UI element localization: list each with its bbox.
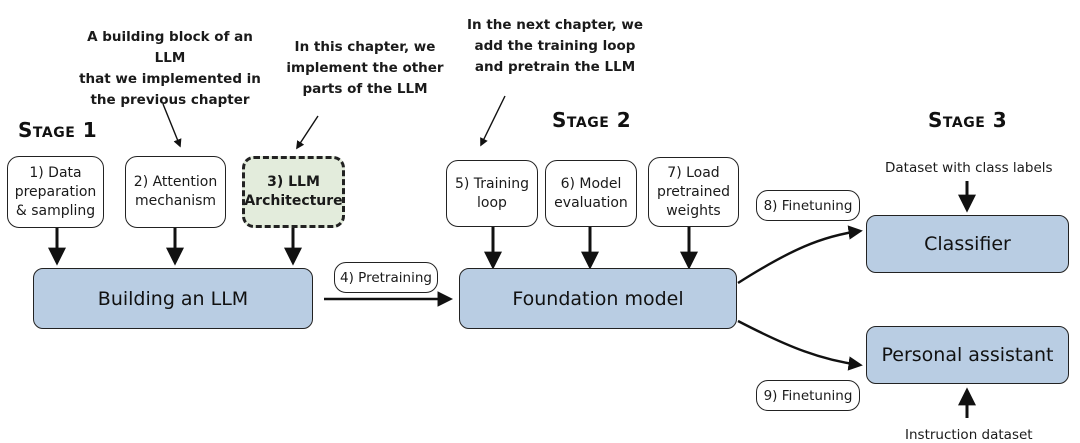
building-an-llm-box: Building an LLM — [33, 268, 313, 329]
finetuning-classifier-label: 8) Finetuning — [756, 190, 860, 221]
step-load-pretrained-weights: 7) Load pretrained weights — [648, 157, 739, 227]
step-attention-mechanism: 2) Attention mechanism — [125, 156, 226, 228]
arrow-finetune-assistant — [737, 319, 863, 371]
annotation-this-chapter: In this chapter, we implement the other … — [286, 39, 444, 97]
finetuning-assistant-label: 9) Finetuning — [756, 380, 860, 411]
instruction-dataset: Instruction dataset — [905, 427, 1033, 443]
stage-3-heading: Stage 3 — [928, 108, 1008, 132]
step-training-loop: 5) Training loop — [446, 160, 538, 227]
foundation-model-box: Foundation model — [459, 268, 737, 329]
stage-1-heading: Stage 1 — [18, 118, 98, 142]
annotation-arrow-next-chapter — [480, 95, 506, 147]
class-labels-dataset: Dataset with class labels — [885, 160, 1053, 176]
step-model-evaluation: 6) Model evaluation — [545, 160, 637, 227]
arrow-finetune-classifier — [737, 225, 863, 285]
personal-assistant-box: Personal assistant — [866, 326, 1069, 384]
classifier-box: Classifier — [866, 215, 1069, 273]
annotation-arrow-this-chapter — [296, 115, 319, 150]
annotation-next-chapter: In the next chapter, we add the training… — [466, 17, 643, 75]
annotation-building-block: A building block of an LLM that we imple… — [79, 29, 261, 108]
pretraining-label: 4) Pretraining — [334, 262, 438, 293]
stage-2-heading: Stage 2 — [552, 108, 632, 132]
step-llm-architecture: 3) LLM Architecture — [242, 156, 345, 228]
step-data-preparation: 1) Data preparation & sampling — [7, 156, 104, 228]
